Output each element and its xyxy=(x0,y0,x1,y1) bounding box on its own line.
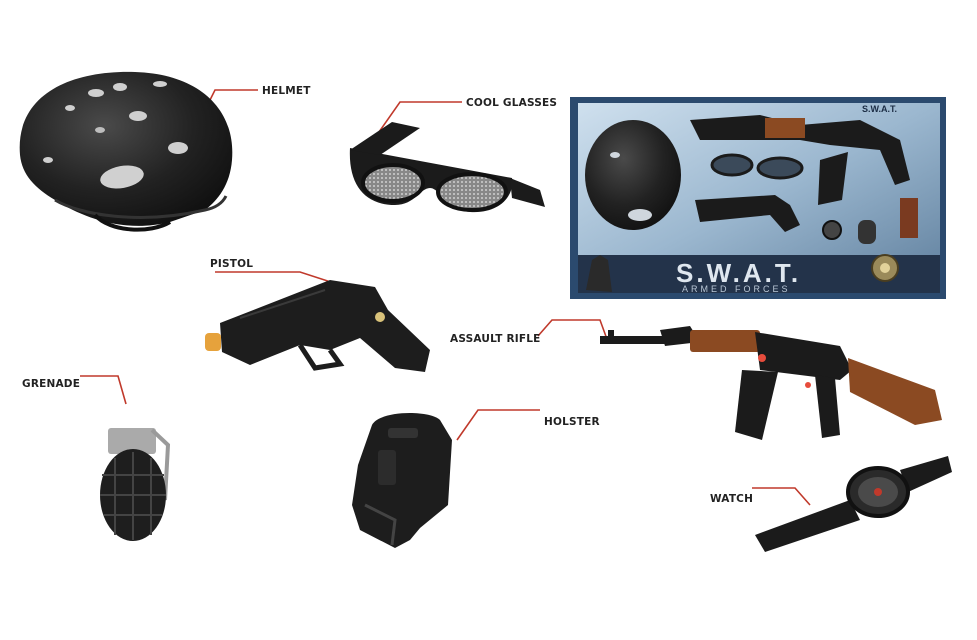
label-assault-rifle: ASSAULT RIFLE xyxy=(450,333,541,345)
assault-rifle-image xyxy=(600,326,942,440)
boxed-set-image: S.W.A.T. ARMED FORCES S.W.A.T. xyxy=(570,97,946,299)
box-brand-subtitle: ARMED FORCES xyxy=(682,284,791,294)
cool-glasses-image xyxy=(349,122,545,213)
box-corner-badge: S.W.A.T. xyxy=(862,104,897,114)
callout-line-holster xyxy=(456,409,540,441)
watch-image xyxy=(755,456,952,552)
pistol-image xyxy=(205,280,430,372)
callout-line-rifle xyxy=(537,319,609,343)
label-helmet: HELMET xyxy=(262,85,311,97)
label-watch: WATCH xyxy=(710,493,754,505)
label-holster: HOLSTER xyxy=(544,416,600,428)
label-grenade: GRENADE xyxy=(22,378,81,390)
callout-line-pistol xyxy=(215,271,341,286)
label-cool-glasses: COOL GLASSES xyxy=(466,97,558,109)
grenade-image xyxy=(100,428,171,541)
helmet-image xyxy=(19,71,233,232)
box-brand-title: S.W.A.T. xyxy=(676,258,801,288)
callout-line-grenade xyxy=(80,375,127,405)
callout-line-watch xyxy=(752,487,811,506)
callout-line-glasses xyxy=(371,101,462,143)
holster-image xyxy=(352,413,452,548)
callout-lines xyxy=(80,89,811,506)
label-pistol: PISTOL xyxy=(210,258,254,270)
